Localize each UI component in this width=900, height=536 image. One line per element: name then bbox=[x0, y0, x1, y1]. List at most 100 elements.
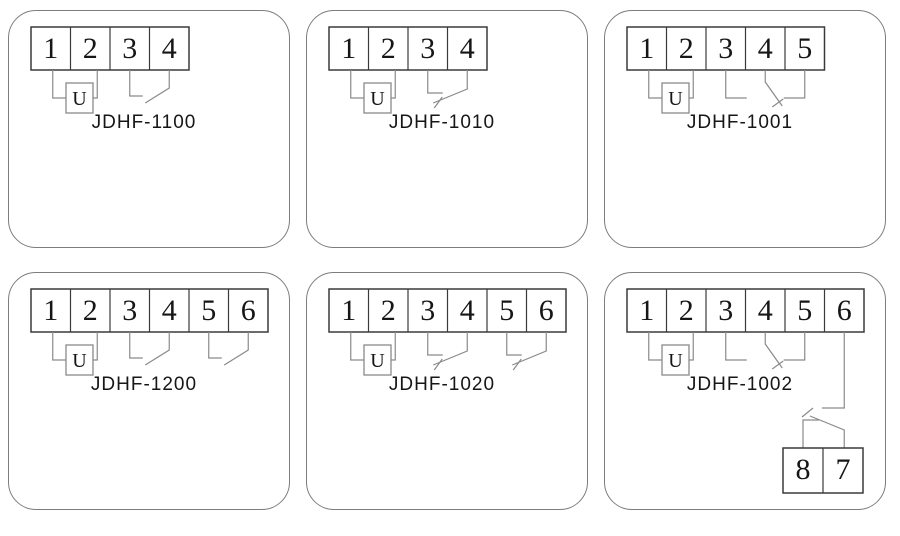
terminal-number: 2 bbox=[679, 32, 694, 65]
contact-fixed-lead bbox=[783, 70, 806, 99]
contact-fixed-lead bbox=[506, 332, 522, 356]
contact-fixed-lead bbox=[129, 332, 143, 359]
terminal-number: 3 bbox=[122, 32, 137, 65]
coil-box bbox=[65, 344, 94, 376]
contact-fixed-lead bbox=[725, 332, 747, 361]
terminal-number: 2 bbox=[381, 294, 396, 327]
coil-label: U bbox=[370, 350, 385, 372]
terminal-number: 4 bbox=[460, 32, 475, 65]
contact-nc-tick bbox=[433, 358, 443, 371]
terminal-number: 5 bbox=[797, 294, 812, 327]
contact-fixed-lead bbox=[725, 70, 747, 99]
model-label: JDHF-1100 bbox=[91, 112, 197, 133]
terminal-number: 1 bbox=[639, 32, 654, 65]
terminal-number: 2 bbox=[83, 32, 98, 65]
coil-box bbox=[661, 82, 690, 114]
contact-nc-tick bbox=[512, 358, 522, 371]
contact-fixed-lead bbox=[802, 419, 819, 448]
coil-wire-left bbox=[52, 332, 66, 361]
contact-normally-closed-blade bbox=[433, 70, 468, 104]
terminal-number: 5 bbox=[201, 294, 216, 327]
coil-box bbox=[363, 82, 392, 114]
terminal-number: 6 bbox=[241, 294, 256, 327]
coil-box bbox=[65, 82, 94, 114]
contact-normally-open-blade bbox=[144, 332, 170, 366]
coil-wire-left bbox=[350, 70, 364, 99]
terminal-number: 5 bbox=[499, 294, 514, 327]
coil-wire-right bbox=[689, 332, 694, 361]
terminal-number: 5 bbox=[797, 32, 812, 65]
terminal-number: 4 bbox=[460, 294, 475, 327]
contact-fixed-lead bbox=[427, 70, 443, 94]
coil-wire-left bbox=[648, 332, 662, 361]
terminal-number: 4 bbox=[758, 32, 773, 65]
coil-wire-left bbox=[350, 332, 364, 361]
terminal-number: 3 bbox=[718, 32, 733, 65]
terminal-number: 1 bbox=[341, 294, 356, 327]
contact-nc-tick bbox=[433, 96, 443, 109]
terminal-number: 3 bbox=[122, 294, 137, 327]
terminal-number: 6 bbox=[837, 294, 852, 327]
contact-common-lead bbox=[822, 332, 845, 409]
coil-label: U bbox=[72, 350, 87, 372]
coil-label: U bbox=[668, 88, 683, 110]
coil-wire-left bbox=[52, 70, 66, 99]
contact-changeover-blade bbox=[809, 415, 845, 448]
terminal-number: 1 bbox=[639, 294, 654, 327]
contact-nc-tick bbox=[801, 407, 814, 418]
terminal-number: 3 bbox=[718, 294, 733, 327]
model-label: JDHF-1020 bbox=[388, 374, 496, 395]
coil-wire-right bbox=[391, 70, 396, 99]
contact-fixed-lead bbox=[427, 332, 443, 356]
terminal-number: 2 bbox=[83, 294, 98, 327]
coil-box bbox=[363, 344, 392, 376]
terminal-number: 1 bbox=[43, 294, 58, 327]
coil-label: U bbox=[72, 88, 87, 110]
coil-wire-right bbox=[93, 332, 98, 361]
contact-changeover-blade bbox=[764, 332, 783, 369]
contact-fixed-lead bbox=[783, 332, 806, 361]
terminal-number: 7 bbox=[836, 453, 851, 486]
terminal-number: 8 bbox=[796, 453, 811, 486]
terminal-number: 2 bbox=[381, 32, 396, 65]
contact-normally-open-blade bbox=[144, 70, 170, 104]
coil-box bbox=[661, 344, 690, 376]
terminal-number: 1 bbox=[43, 32, 58, 65]
terminal-number: 2 bbox=[679, 294, 694, 327]
contact-fixed-lead bbox=[208, 332, 222, 359]
terminal-number: 4 bbox=[162, 294, 177, 327]
contact-nc-tick bbox=[771, 98, 784, 108]
contact-normally-open-blade bbox=[223, 332, 249, 366]
model-label: JDHF-1010 bbox=[388, 112, 496, 133]
terminal-number: 4 bbox=[162, 32, 177, 65]
contact-fixed-lead bbox=[129, 70, 143, 97]
coil-label: U bbox=[668, 350, 683, 372]
terminal-number: 1 bbox=[341, 32, 356, 65]
coil-wire-right bbox=[689, 70, 694, 99]
contact-normally-closed-blade bbox=[512, 332, 547, 366]
contact-changeover-blade bbox=[764, 70, 783, 107]
coil-wire-left bbox=[648, 70, 662, 99]
contact-nc-tick bbox=[771, 360, 784, 370]
model-label: JDHF-1200 bbox=[90, 374, 198, 395]
terminal-number: 4 bbox=[758, 294, 773, 327]
model-label: JDHF-1002 bbox=[686, 374, 794, 395]
coil-label: U bbox=[370, 88, 385, 110]
coil-wire-right bbox=[93, 70, 98, 99]
terminal-number: 3 bbox=[420, 32, 435, 65]
terminal-number: 6 bbox=[539, 294, 554, 327]
coil-wire-right bbox=[391, 332, 396, 361]
